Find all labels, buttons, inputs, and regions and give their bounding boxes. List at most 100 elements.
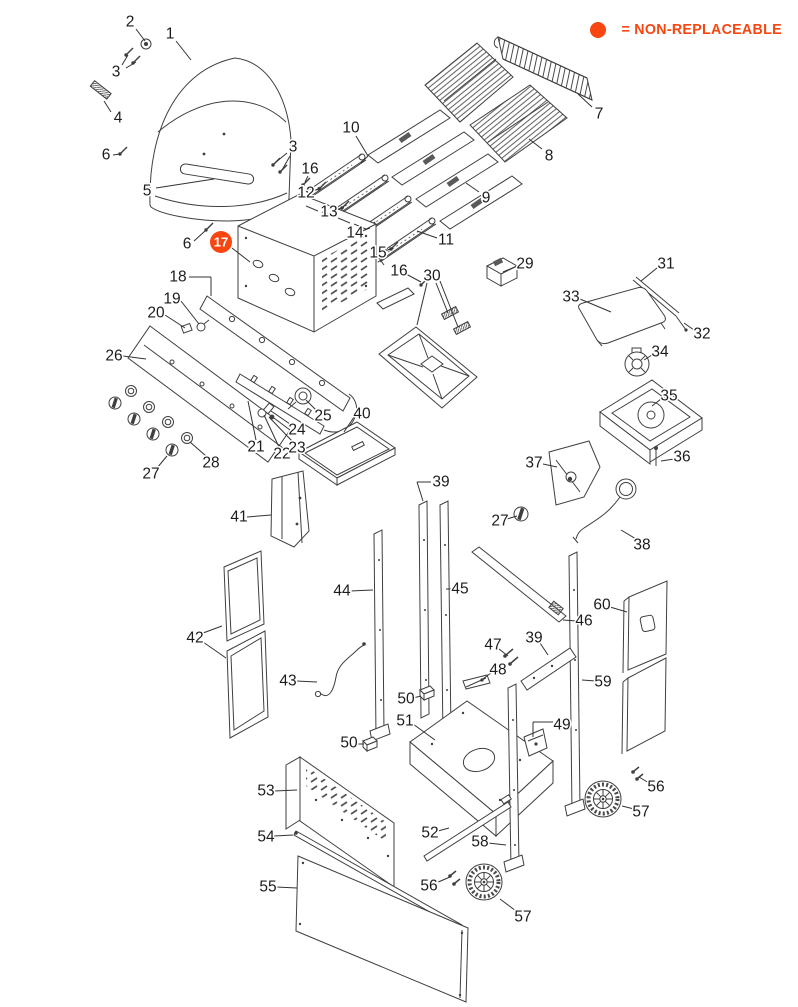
bottom-tray-drawing bbox=[376, 257, 519, 409]
callout-49: 49 bbox=[532, 715, 572, 737]
non-replaceable-dot-icon bbox=[590, 21, 607, 38]
callout-59: 59 bbox=[581, 672, 613, 692]
leader-line bbox=[246, 514, 272, 518]
callout-5: 5 bbox=[141, 178, 215, 201]
callout-16: 16 bbox=[389, 261, 422, 283]
leader-line bbox=[112, 153, 121, 156]
callout-48: 48 bbox=[479, 660, 508, 682]
part-number: 8 bbox=[545, 148, 554, 165]
non-replaceable-marker bbox=[210, 231, 232, 253]
part-number: 32 bbox=[693, 326, 710, 343]
callout-56: 56 bbox=[419, 876, 451, 896]
callout-2: 2 bbox=[124, 12, 146, 42]
part-number: 41 bbox=[230, 509, 247, 526]
callout-9: 9 bbox=[465, 182, 492, 208]
callout-39: 39 bbox=[524, 628, 549, 656]
leader-line bbox=[156, 455, 168, 469]
callout-33: 33 bbox=[561, 287, 612, 313]
leader-line bbox=[539, 642, 549, 656]
callout-42: 42 bbox=[185, 625, 227, 659]
part-number: 6 bbox=[183, 236, 192, 253]
leader-line bbox=[498, 648, 509, 657]
leader-line bbox=[343, 416, 355, 433]
leader-line bbox=[620, 529, 637, 540]
leader-line bbox=[435, 876, 451, 884]
igniter-wire-drawing bbox=[314, 642, 366, 698]
part-number: 27 bbox=[142, 466, 159, 483]
front-panel-drawing bbox=[127, 325, 291, 463]
callout-3: 3 bbox=[110, 54, 137, 82]
part-number: 49 bbox=[553, 717, 570, 734]
leader-line bbox=[247, 400, 257, 441]
leader-line bbox=[638, 776, 650, 784]
callout-37: 37 bbox=[524, 453, 558, 473]
part-number: 19 bbox=[163, 291, 180, 308]
part-number: 26 bbox=[105, 348, 122, 365]
rear-panel-drawing bbox=[285, 756, 469, 1003]
control-panel-drawing bbox=[180, 295, 351, 412]
callout-31: 31 bbox=[640, 254, 676, 282]
callout-45: 45 bbox=[446, 579, 470, 599]
leader-line bbox=[193, 230, 206, 242]
lid-drawing bbox=[149, 57, 292, 222]
callout-6: 6 bbox=[100, 145, 121, 165]
leader-line bbox=[542, 463, 558, 468]
part-number: 39 bbox=[432, 474, 449, 491]
callout-6: 6 bbox=[181, 230, 206, 254]
cooking-grates-drawing bbox=[424, 42, 568, 163]
leader-line bbox=[643, 354, 653, 361]
leader-line bbox=[202, 641, 227, 659]
leader-line bbox=[273, 789, 298, 792]
part-number: 16 bbox=[390, 263, 407, 280]
callout-28: 28 bbox=[189, 441, 221, 473]
callout-53: 53 bbox=[256, 781, 298, 801]
part-number: 53 bbox=[257, 783, 274, 800]
leader-line bbox=[268, 416, 293, 442]
part-number: 40 bbox=[353, 406, 371, 423]
frame-legs-drawing bbox=[369, 500, 586, 817]
leader-line bbox=[439, 280, 459, 328]
callout-35: 35 bbox=[651, 386, 679, 407]
callout-30: 30 bbox=[416, 266, 459, 328]
callout-20: 20 bbox=[146, 303, 186, 329]
callout-52: 52 bbox=[420, 823, 450, 843]
leader-line bbox=[502, 265, 518, 273]
leader-line bbox=[651, 398, 662, 407]
leader-line bbox=[435, 282, 449, 314]
leader-line bbox=[281, 155, 291, 171]
part-number: 50 bbox=[340, 735, 358, 752]
wheels-drawing bbox=[448, 766, 644, 902]
leader-line bbox=[506, 515, 518, 520]
part-number: 46 bbox=[575, 613, 592, 630]
leader-line bbox=[609, 606, 628, 613]
leader-line bbox=[275, 152, 288, 163]
leader-line bbox=[660, 458, 675, 462]
callout-16: 16 bbox=[300, 159, 320, 183]
callout-21: 21 bbox=[246, 400, 266, 457]
left-side-panels-drawing bbox=[223, 550, 269, 739]
callout-14: 14 bbox=[345, 223, 371, 243]
leader-line bbox=[125, 61, 137, 69]
leader-line bbox=[305, 399, 317, 411]
leader-line bbox=[295, 680, 318, 683]
part-number: 28 bbox=[202, 455, 219, 472]
part-number: 16 bbox=[301, 161, 318, 178]
callout-57: 57 bbox=[621, 802, 651, 822]
part-number: 54 bbox=[257, 829, 275, 846]
callout-57: 57 bbox=[499, 898, 533, 927]
part-number: 47 bbox=[484, 637, 501, 654]
part-number: 38 bbox=[633, 537, 650, 554]
callout-39: 39 bbox=[416, 472, 451, 502]
callout-19: 19 bbox=[162, 289, 200, 325]
part-number: 36 bbox=[673, 449, 690, 466]
part-number: 4 bbox=[114, 110, 123, 127]
leader-line bbox=[479, 672, 492, 682]
part-number: 52 bbox=[421, 825, 438, 842]
callout-1: 1 bbox=[164, 24, 192, 61]
callout-11: 11 bbox=[416, 230, 456, 250]
callout-60: 60 bbox=[592, 595, 628, 615]
callout-56: 56 bbox=[638, 776, 666, 797]
lid-hardware-drawing bbox=[89, 38, 429, 288]
